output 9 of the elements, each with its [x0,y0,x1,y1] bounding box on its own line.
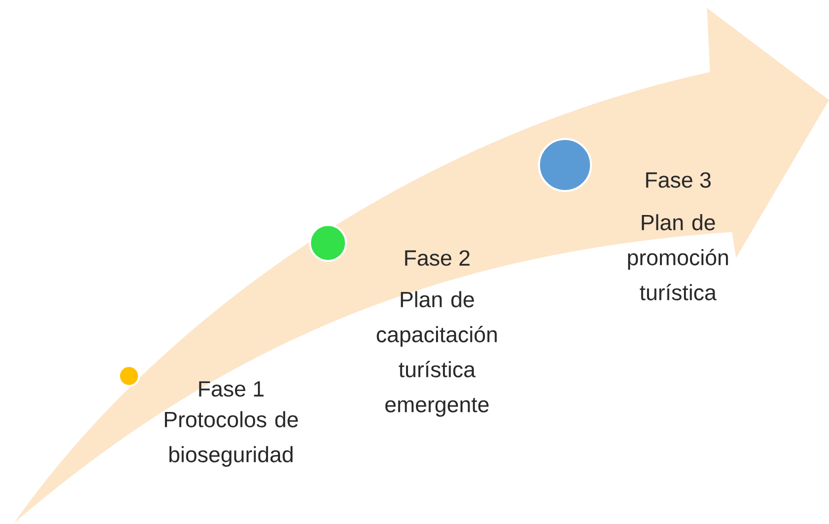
phase-description: Protocolos de bioseguridad [164,411,298,467]
phase-heading: Fase 3 [646,172,711,188]
phase-heading: Fase 2 [405,250,470,266]
circle-marker [309,224,347,262]
circle-marker [118,365,140,387]
phase-description: Plan de promoción turística [628,214,728,300]
phase-heading: Fase 1 [199,381,264,397]
circle-marker [538,138,592,192]
phase-description: Plan de capacitación turística emergente [376,291,497,417]
